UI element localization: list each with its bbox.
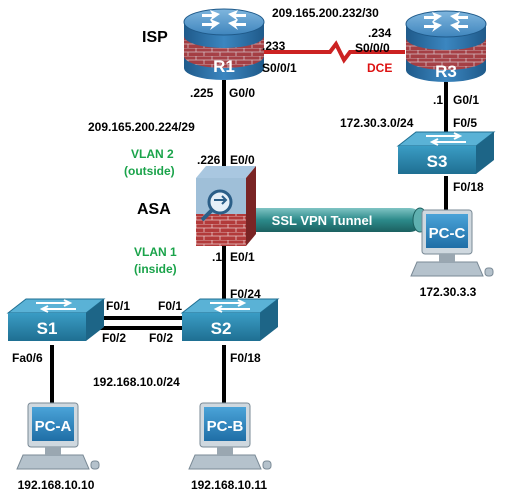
asa-firewall [196,166,256,246]
s2-f01-port: F0/1 [158,299,182,313]
s2-f02-port: F0/2 [149,331,173,345]
asa-e0-port: E0/0 [230,153,255,167]
s3-f05-port: F0/5 [453,116,477,130]
r1-serial-host: .233 [262,39,286,53]
pc-c: PC-C [410,209,494,277]
r1-g-port: G0/0 [229,86,255,100]
switch-icon [396,131,496,174]
pc-icon [410,209,494,277]
r1-serial-port: S0/0/1 [262,61,297,75]
s2-f024-port: F0/24 [230,287,261,301]
asa-e1-port: E0/1 [230,250,255,264]
router-r1: R1 [183,8,265,80]
pc-a-name: PC-A [35,418,72,435]
r3-g-host: .1 [433,93,443,107]
r1-name: R1 [213,57,235,76]
router-r3: R3 [405,10,487,82]
serial-link-r1-r3 [262,40,405,64]
switch-s1: S1 [6,298,106,341]
pc-c-ip: 172.30.3.3 [420,285,477,299]
isp-label: ISP [142,29,168,46]
r1-g-host: .225 [190,86,214,100]
pc-b: PC-B [188,402,272,470]
vlan1-line1: VLAN 1 [134,245,177,259]
s3-f018-port: F0/18 [453,180,484,194]
s2-name: S2 [211,319,232,338]
s1-f01-port: F0/1 [106,299,130,313]
r3-serial-port: S0/0/0 [355,41,390,55]
s2-f018-port: F0/18 [230,351,261,365]
vlan1-line2: (inside) [134,262,177,276]
asa-label: ASA [137,201,171,218]
pc-icon [188,402,272,470]
vlan2-line1: VLAN 2 [131,147,174,161]
serial-network: 209.165.200.232/30 [272,6,379,20]
switch-s2: S2 [180,298,280,341]
r3-g-port: G0/1 [453,93,479,107]
router-icon [183,8,265,80]
switch-s3: S3 [396,131,496,174]
r3-serial-host: .234 [368,26,392,40]
switch-icon [180,298,280,341]
pc-b-ip: 192.168.10.11 [191,478,267,492]
labels: ISP ASA 209.165.200.232/30 .233 S0/0/1 .… [12,6,484,389]
pc-a: PC-A [16,402,100,470]
pc-a-ip: 192.168.10.10 [18,478,95,492]
s1-fa06-port: Fa0/6 [12,351,43,365]
r3-network: 172.30.3.0/24 [340,116,414,130]
firewall-icon [196,166,256,246]
tunnel-label: SSL VPN Tunnel [272,213,373,228]
s3-name: S3 [427,152,448,171]
outside-network: 209.165.200.224/29 [88,120,195,134]
r3-name: R3 [435,62,457,81]
asa-e0-host: .226 [197,153,221,167]
asa-e1-host: .1 [212,250,222,264]
links [50,40,448,403]
s1-name: S1 [37,319,58,338]
pc-b-name: PC-B [207,418,244,435]
inside-network: 192.168.10.0/24 [93,375,180,389]
vlan2-line2: (outside) [124,164,175,178]
ssl-vpn-tunnel: SSL VPN Tunnel [244,207,428,233]
pc-icon [16,402,100,470]
pc-c-name: PC-C [429,225,466,242]
dce-label: DCE [367,61,392,75]
switch-icon [6,298,106,341]
router-icon [405,10,487,82]
s1-f02-port: F0/2 [102,331,126,345]
